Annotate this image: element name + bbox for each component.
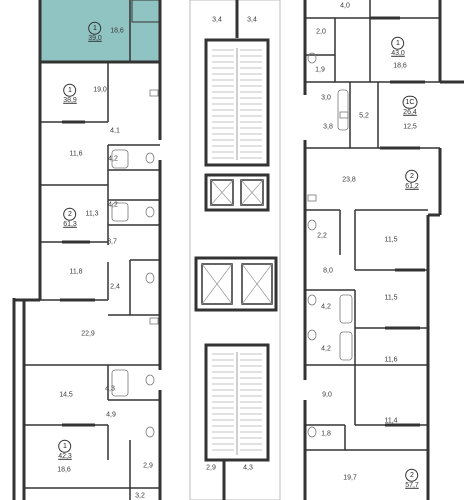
room-area: 12,5 <box>403 123 417 131</box>
apartment-marker[interactable]: 1 38,9 <box>63 79 77 105</box>
balcony <box>131 0 161 23</box>
toilet-icon <box>307 219 317 231</box>
apartment-marker[interactable]: 1 42,3 <box>58 435 72 461</box>
room-area: 18,6 <box>57 466 71 474</box>
room-area: 19,0 <box>93 86 107 94</box>
apartment-marker[interactable]: 1С 26,4 <box>402 91 418 117</box>
apartment-area: 26,4 <box>403 109 417 117</box>
elevator-icon <box>240 179 264 206</box>
sink-icon <box>339 111 349 119</box>
room-area: 22,9 <box>81 330 95 338</box>
room-area: 8,7 <box>107 238 117 246</box>
toilet-icon <box>307 329 317 341</box>
apartment-rooms: 1 <box>391 36 405 50</box>
apartment-marker[interactable]: 2 61,2 <box>405 165 419 191</box>
toilet-icon <box>145 374 155 386</box>
room-area: 4,1 <box>110 127 120 135</box>
apartment-area: 57,7 <box>405 482 419 490</box>
toilet-icon <box>145 426 155 438</box>
sink-icon <box>149 317 159 325</box>
room-area: 1,9 <box>315 66 325 74</box>
room-area: 4,2 <box>321 303 331 311</box>
stairwell-bottom <box>204 343 270 462</box>
room-area: 2,2 <box>317 232 327 240</box>
toilet-icon <box>307 52 317 64</box>
toilet-icon <box>145 272 155 284</box>
apartment-area: 43,0 <box>391 50 405 58</box>
apartment-rooms: 2 <box>63 207 77 221</box>
apartment-marker[interactable]: 2 57,7 <box>405 464 419 490</box>
toilet-icon <box>145 152 155 164</box>
elevator-block-upper <box>204 173 270 212</box>
elevator-icon <box>210 179 234 206</box>
room-area: 11,6 <box>69 150 83 158</box>
room-area: 4,2 <box>108 155 118 163</box>
room-area: 11,8 <box>69 268 83 276</box>
room-area: 19,7 <box>343 474 357 482</box>
room-area: 4,2 <box>321 345 331 353</box>
room-area: 11,3 <box>85 210 99 218</box>
room-area: 18,6 <box>393 62 407 70</box>
room-area: 4,3 <box>105 385 115 393</box>
stair-core <box>189 0 281 500</box>
room-area: 11,4 <box>384 417 398 425</box>
room-area: 9,0 <box>322 391 332 399</box>
room-area: 2,4 <box>110 283 120 291</box>
bathtub-icon <box>111 369 129 397</box>
room-area: 23,8 <box>342 176 356 184</box>
apartment-area: 61,3 <box>63 221 77 229</box>
room-area: 8,0 <box>323 267 333 275</box>
sink-icon <box>307 194 317 202</box>
bathtub-icon <box>111 149 129 169</box>
apartment-rooms: 1 <box>88 21 102 35</box>
apartment-area: 39,0 <box>88 35 102 43</box>
room-area: 2,0 <box>316 28 326 36</box>
room-area: 3,4 <box>247 16 257 24</box>
elevator-block-lower <box>194 256 278 312</box>
apartment-area: 38,9 <box>63 97 77 105</box>
apartment-marker[interactable]: 1 39,0 <box>88 17 102 43</box>
room-area: 3,0 <box>321 94 331 102</box>
room-area: 14,5 <box>59 391 73 399</box>
elevator-icon <box>241 263 273 305</box>
toilet-icon <box>307 294 317 306</box>
apartment-area: 61,2 <box>405 183 419 191</box>
room-area: 3,8 <box>323 123 333 131</box>
room-area: 2,9 <box>206 464 216 472</box>
room-area: 11,5 <box>384 294 398 302</box>
bathtub-icon <box>339 331 353 361</box>
toilet-icon <box>307 426 317 438</box>
apartment-rooms: 1 <box>63 83 77 97</box>
room-area: 11,5 <box>384 236 398 244</box>
apartment-marker[interactable]: 2 61,3 <box>63 203 77 229</box>
room-area: 2,9 <box>143 462 153 470</box>
room-area: 18,6 <box>110 27 124 35</box>
apartment-area: 42,3 <box>58 453 72 461</box>
room-area: 4,9 <box>106 411 116 419</box>
room-area: 11,6 <box>384 356 398 364</box>
apartment-rooms: 1С <box>402 95 418 109</box>
bathtub-icon <box>111 202 129 222</box>
room-area: 3,2 <box>135 492 145 500</box>
room-area: 4,0 <box>340 2 350 10</box>
room-area: 5,2 <box>359 112 369 120</box>
sink-icon <box>149 89 159 97</box>
room-area: 3,4 <box>212 16 222 24</box>
room-area: 4,3 <box>243 464 253 472</box>
apartment-rooms: 1 <box>58 439 72 453</box>
bathtub-icon <box>337 89 349 131</box>
toilet-icon <box>145 206 155 218</box>
room-area: 4,2 <box>108 201 118 209</box>
elevator-icon <box>201 263 233 305</box>
stairwell-top <box>204 38 270 167</box>
apartment-rooms: 2 <box>405 169 419 183</box>
apartment-rooms: 2 <box>405 468 419 482</box>
apartment-marker[interactable]: 1 43,0 <box>391 32 405 58</box>
room-area: 1,8 <box>321 430 331 438</box>
bathtub-icon <box>339 294 353 324</box>
